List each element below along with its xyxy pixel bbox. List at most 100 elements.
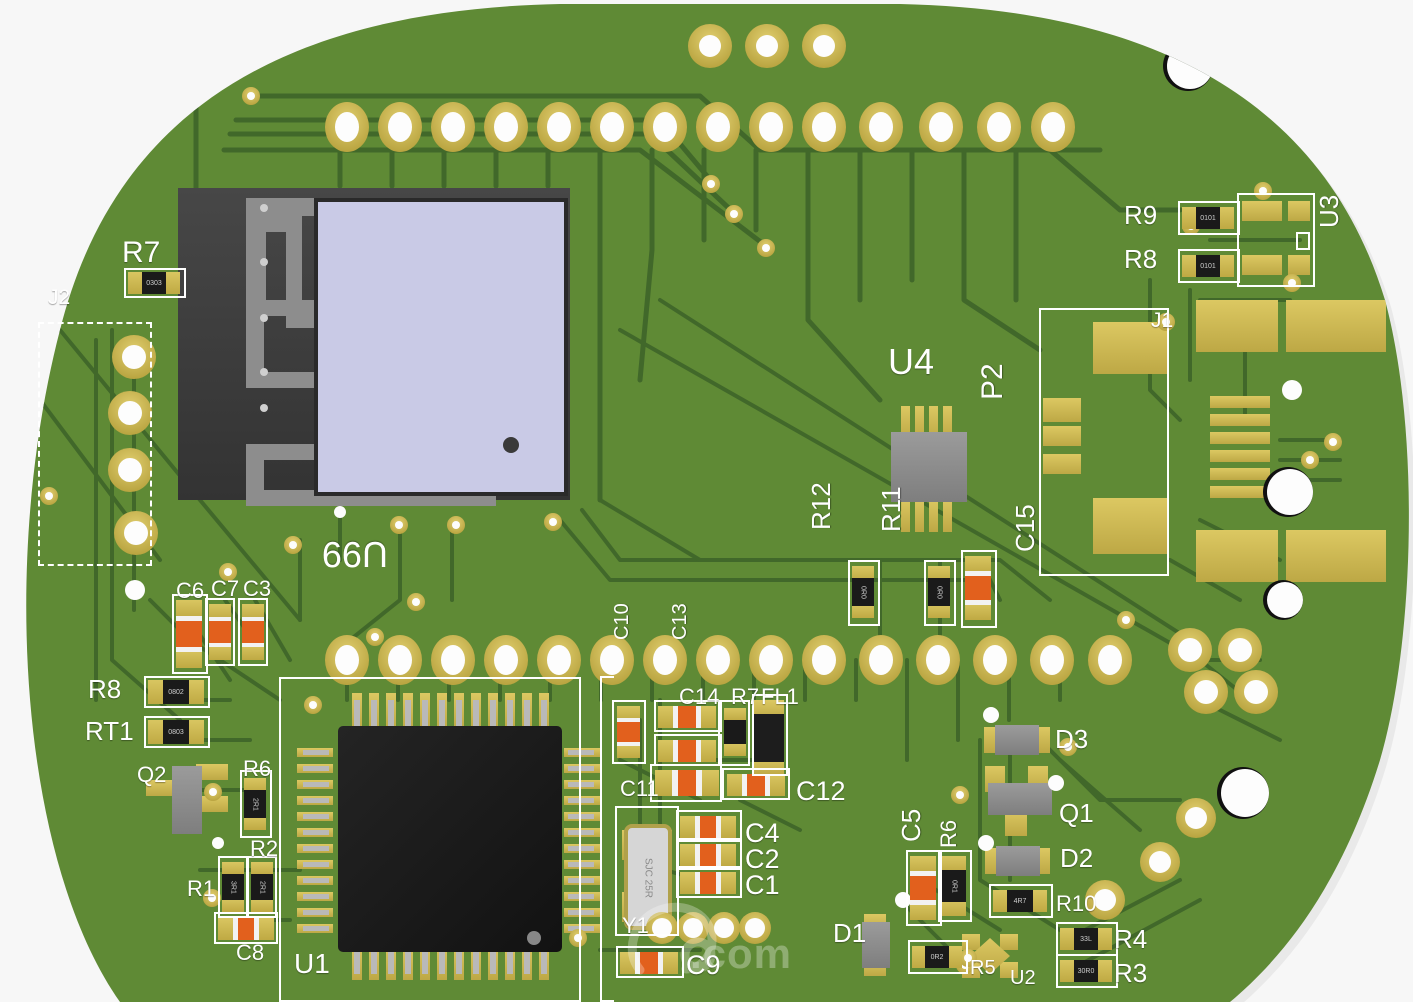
silk-label-c11-19: C11 [620,776,659,801]
silk-outline-c6 [172,594,208,674]
watermark-text: .com [690,930,793,977]
resistor-r9: 0101 [1182,207,1234,229]
silk-label-r8-33: R8 [1124,244,1158,274]
silk-label-r2-10: R2 [250,836,279,861]
silk-outline-c3 [238,598,268,666]
resistor-r5-marking: 0R2 [930,953,944,961]
silk-outline-r8-left [144,676,210,708]
resistor-r12-marking: 0R0 [859,585,867,599]
silk-marker-u3-pin1 [1296,232,1310,250]
crystal-marking: SJC 25R [642,857,654,898]
resistor-r2: 2R1 [251,862,273,912]
silk-outline-c15 [961,550,997,628]
transistor-q2 [146,764,228,834]
crystal-y1 [622,824,672,930]
silk-label-c12-20: C12 [796,776,846,806]
capacitor-c2 [680,844,736,866]
silk-label-j1-31: J1 [1151,309,1174,332]
through-hole-pads [40,24,1342,974]
main-mcu-u1 [297,693,600,980]
silk-outline-c7 [205,598,235,666]
resistor-r12: 0R0 [852,566,874,618]
silk-label-c15-30: C15 [1010,504,1040,552]
silk-label-c1-23: C1 [745,870,780,900]
silk-outline-c11 [650,764,722,802]
capacitor-c12 [727,774,785,796]
silk-label-r10-40: R10 [1056,891,1097,916]
silk-label-u4-26: U4 [888,341,935,382]
resistor-r7-top: 0303 [128,272,180,294]
silk-outline-r7-center [718,700,750,766]
qfn-u4 [891,406,967,532]
resistor-r4: 33L [1060,928,1112,950]
silk-outline-c5 [906,850,942,926]
silk-outline-rt1 [144,716,210,748]
resistor-r3-marking: 30R0 [1077,967,1095,975]
resistor-r8-left-marking: 0802 [168,688,184,696]
capacitor-c7 [209,604,231,660]
silk-label-p2-27: P2 [976,363,1009,400]
silk-label-q1-36: Q1 [1059,798,1094,828]
silk-label-d3-35: D3 [1055,724,1089,754]
capacitor-c15 [965,556,991,620]
resistor-r7-center [724,708,746,756]
filter-fl1 [752,700,784,776]
silk-outline-r12 [848,560,880,626]
resistor-r8-left: 0802 [148,680,204,704]
silk-outline-r2 [247,856,277,918]
silk-label-u2-43: U2 [1010,967,1036,989]
silk-label-c2-22: C2 [745,844,780,874]
silk-label-r3-45: R3 [1114,958,1148,988]
silk-label-q2-8: Q2 [137,762,167,787]
silk-outline-y1 [615,806,679,936]
silk-label-y1-24: Y1 [622,913,649,938]
silk-outline-r7-top [124,268,186,298]
silk-label-c6-3: C6 [176,578,205,603]
silk-outline-c13 [654,700,722,732]
capacitor-c6 [176,600,202,668]
capacitor-c11 [655,770,719,796]
silk-outline-fl1 [752,694,788,776]
resistor-r5: 0R2 [912,946,962,968]
silk-outline-r11 [924,560,956,626]
resistor-r8-topright: 0101 [1182,255,1234,277]
silk-outline-r6-left [240,770,272,838]
silk-label-u3-34: U3 [1314,194,1344,228]
silk-outline-j1 [1039,308,1169,576]
silk-label-j2-1: J2 [48,286,71,309]
silk-label-r6-39: R6 [936,819,961,848]
silk-outline-r4 [1056,922,1118,956]
silk-label-r6-9: R6 [243,756,272,781]
silk-label-r8-6: R8 [88,674,122,704]
silk-outline-r3 [1056,954,1118,988]
silk-label-c10-14: C10 [611,603,633,640]
silk-label-r4-44: R4 [1114,924,1148,954]
resistor-r11: 0R0 [928,566,950,618]
silk-label-c3-5: C3 [243,576,272,601]
silk-label-r7-17: R7 [731,684,760,709]
resistor-r11-marking: 0R0 [935,585,943,599]
capacitor-c9 [620,952,678,974]
thermistor-rt1-marking: 0803 [168,728,184,736]
silk-outline-c9 [616,946,684,978]
silk-label-u99-2: U99 [322,534,389,575]
capacitor-c13 [658,706,716,728]
silk-outline-r6-right [938,850,972,922]
silk-label-rt1-7: RT1 [85,716,134,746]
silk-outline-rf-block [600,676,614,1002]
resistor-r4-marking: 33L [1080,935,1092,943]
silk-label-r12-28: R12 [806,482,836,530]
thermistor-rt1: 0803 [148,720,204,744]
silk-outline-j2 [38,322,152,566]
silk-outline-c10 [612,700,646,764]
resistor-r6-right: 0R1 [942,856,966,916]
silk-label-c9-25: C9 [686,950,721,980]
capacitor-c14 [658,740,716,762]
silk-outline-u1 [279,677,581,1002]
capacitor-c8 [218,918,274,940]
silk-label-c13-15: C13 [669,603,691,640]
silk-label-c14-16: C14 [679,684,720,709]
silk-outline-c1 [676,866,742,898]
resistor-r1-marking: 3R1 [229,880,237,894]
